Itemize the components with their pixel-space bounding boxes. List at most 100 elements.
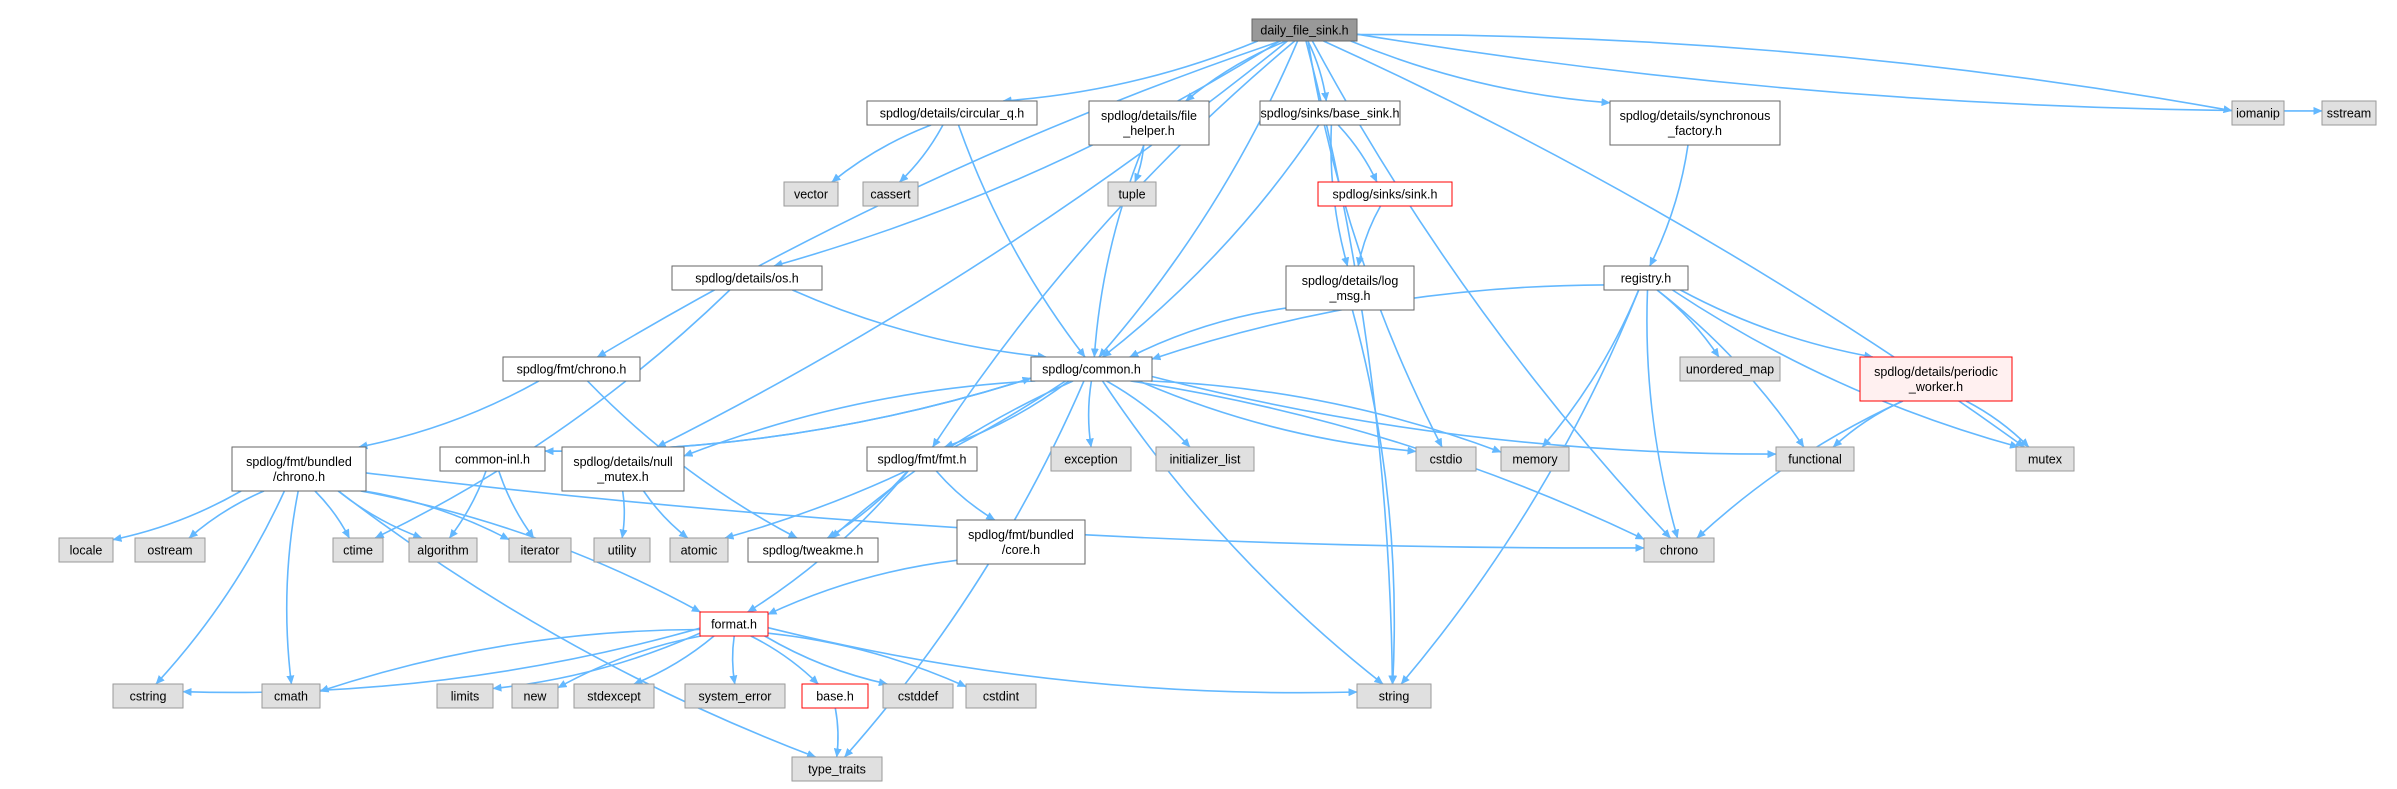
node-sink[interactable]: spdlog/sinks/sink.h xyxy=(1317,181,1453,207)
node-stdexcept[interactable]: stdexcept xyxy=(573,683,655,709)
node-circular-q[interactable]: spdlog/details/circular_q.h xyxy=(866,100,1038,126)
node-os[interactable]: spdlog/details/os.h xyxy=(671,265,823,291)
node-label: format.h xyxy=(711,618,757,632)
node-utility[interactable]: utility xyxy=(593,537,651,563)
node-initializer-list[interactable]: initializer_list xyxy=(1155,446,1255,472)
node-type-traits[interactable]: type_traits xyxy=(791,756,883,782)
node-string[interactable]: string xyxy=(1356,683,1432,709)
node-new[interactable]: new xyxy=(511,683,559,709)
edge-base-to-type_traits xyxy=(833,707,842,758)
node-file-helper[interactable]: spdlog/details/file_helper.h xyxy=(1088,100,1210,146)
node-box xyxy=(502,356,641,382)
node-limits[interactable]: limits xyxy=(436,683,494,709)
node-box xyxy=(669,537,729,563)
node-format[interactable]: format.h xyxy=(699,611,769,637)
edge-bundled_chrono-to-cstring xyxy=(155,490,286,685)
edge-registry-to-string xyxy=(1400,289,1640,685)
node-label: /core.h xyxy=(1002,543,1040,557)
edge-common-to-memory xyxy=(1150,380,1502,453)
node-box xyxy=(58,537,114,563)
node-label: atomic xyxy=(681,544,718,558)
node-box xyxy=(1356,683,1432,709)
node-exception[interactable]: exception xyxy=(1050,446,1132,472)
edge-bundled_chrono-to-iterator xyxy=(364,490,510,541)
node-box xyxy=(1609,100,1781,146)
node-system-error[interactable]: system_error xyxy=(684,683,786,709)
node-label: cstring xyxy=(130,690,167,704)
node-bundled-chrono[interactable]: spdlog/fmt/bundled/chrono.h xyxy=(231,446,367,492)
node-label: new xyxy=(524,690,548,704)
node-tweakme[interactable]: spdlog/tweakme.h xyxy=(747,537,879,563)
node-box xyxy=(561,446,685,492)
node-iomanip[interactable]: iomanip xyxy=(2231,100,2285,126)
node-bundled-core[interactable]: spdlog/fmt/bundled/core.h xyxy=(956,519,1086,565)
node-label: spdlog/details/synchronous xyxy=(1620,109,1771,123)
node-algorithm[interactable]: algorithm xyxy=(408,537,478,563)
node-common-inl[interactable]: common-inl.h xyxy=(439,446,546,472)
node-label: cstdio xyxy=(1430,453,1463,467)
node-unordered-map[interactable]: unordered_map xyxy=(1679,356,1781,382)
node-locale[interactable]: locale xyxy=(58,537,114,563)
edge-root-to-base_sink xyxy=(1307,40,1330,102)
edge-common-to-functional xyxy=(1151,375,1777,459)
node-label: registry.h xyxy=(1621,272,1672,286)
node-ostream[interactable]: ostream xyxy=(134,537,206,563)
node-mutex[interactable]: mutex xyxy=(2015,446,2075,472)
edge-os-to-common xyxy=(792,289,1047,361)
node-label: spdlog/fmt/bundled xyxy=(968,528,1074,542)
node-cstdio[interactable]: cstdio xyxy=(1415,446,1477,472)
edge-registry-to-mutex xyxy=(1672,289,2019,449)
node-cmath[interactable]: cmath xyxy=(261,683,321,709)
node-log-msg[interactable]: spdlog/details/log_msg.h xyxy=(1285,265,1415,311)
node-tuple[interactable]: tuple xyxy=(1107,181,1157,207)
node-root[interactable]: daily_file_sink.h xyxy=(1251,18,1358,42)
node-label: spdlog/tweakme.h xyxy=(763,544,864,558)
node-box xyxy=(684,683,786,709)
node-sstream[interactable]: sstream xyxy=(2321,100,2377,126)
node-iterator[interactable]: iterator xyxy=(508,537,572,563)
node-fmt-chrono[interactable]: spdlog/fmt/chrono.h xyxy=(502,356,641,382)
node-label: spdlog/details/periodic xyxy=(1874,365,1998,379)
node-periodic[interactable]: spdlog/details/periodic_worker.h xyxy=(1859,356,2013,402)
node-memory[interactable]: memory xyxy=(1500,446,1570,472)
node-ctime[interactable]: ctime xyxy=(332,537,384,563)
node-sync-factory[interactable]: spdlog/details/synchronous_factory.h xyxy=(1609,100,1781,146)
node-label: cstddef xyxy=(898,690,939,704)
edge-common-to-atomic xyxy=(724,380,1066,540)
node-box xyxy=(593,537,651,563)
node-label: ctime xyxy=(343,544,373,558)
edge-root-to-circular_q xyxy=(1002,40,1259,105)
node-label: cmath xyxy=(274,690,308,704)
node-null-mutex[interactable]: spdlog/details/null_mutex.h xyxy=(561,446,685,492)
node-common[interactable]: spdlog/common.h xyxy=(1030,356,1153,382)
node-atomic[interactable]: atomic xyxy=(669,537,729,563)
node-box xyxy=(1603,265,1689,291)
edge-root-to-file_helper xyxy=(1185,40,1287,102)
node-cstring[interactable]: cstring xyxy=(112,683,184,709)
node-base-sink[interactable]: spdlog/sinks/base_sink.h xyxy=(1259,100,1401,126)
node-box xyxy=(1030,356,1153,382)
node-cstddef[interactable]: cstddef xyxy=(882,683,954,709)
node-box xyxy=(1643,537,1715,563)
node-cassert[interactable]: cassert xyxy=(862,181,919,207)
edge-circular_q-to-common xyxy=(957,124,1086,358)
edge-registry-to-chrono xyxy=(1646,289,1680,539)
edge-fmt_fmt-to-tweakme xyxy=(826,470,909,539)
node-cstdint[interactable]: cstdint xyxy=(965,683,1037,709)
node-base[interactable]: base.h xyxy=(801,683,869,709)
node-registry[interactable]: registry.h xyxy=(1603,265,1689,291)
node-chrono[interactable]: chrono xyxy=(1643,537,1715,563)
node-label: locale xyxy=(70,544,103,558)
node-functional[interactable]: functional xyxy=(1775,446,1855,472)
node-label: _helper.h xyxy=(1122,124,1174,138)
node-label: cassert xyxy=(870,188,911,202)
edge-bundled_chrono-to-type_traits xyxy=(338,490,816,758)
edge-common-to-initializer_list xyxy=(1106,380,1191,448)
edge-common-to-exception xyxy=(1085,380,1094,448)
edge-base_sink-to-common xyxy=(1102,124,1320,358)
edge-fmt_chrono-to-tweakme xyxy=(586,380,798,539)
node-vector[interactable]: vector xyxy=(783,181,839,207)
node-fmt-fmt[interactable]: spdlog/fmt/fmt.h xyxy=(866,446,978,472)
edge-bundled_chrono-to-ostream xyxy=(188,490,265,539)
node-box xyxy=(1155,446,1255,472)
